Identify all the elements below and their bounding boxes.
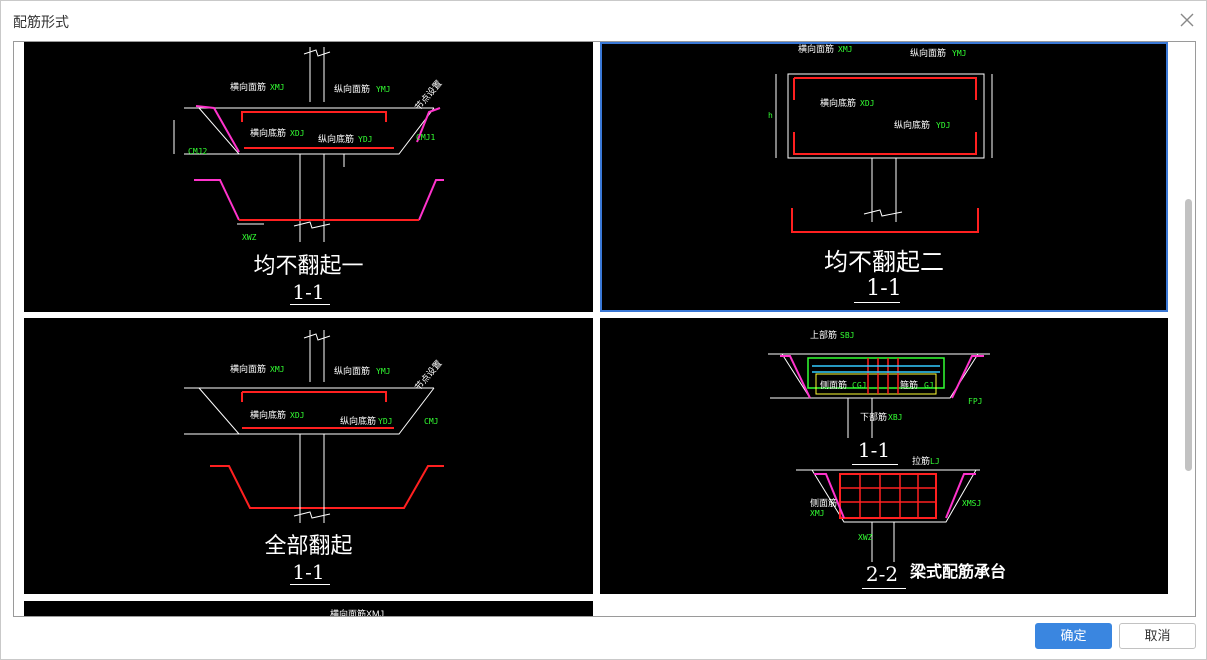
section-underline <box>862 588 906 589</box>
section-label: 1-1 <box>292 280 325 304</box>
svg-text:XMJ: XMJ <box>838 45 852 54</box>
label-side: 侧面筋 <box>820 379 847 391</box>
svg-text:XWZ: XWZ <box>858 533 873 542</box>
label-hoop: 箍筋 <box>900 379 918 391</box>
svg-text:CMJ2: CMJ2 <box>188 147 207 156</box>
option-tile-partial[interactable]: 横向面筋XMJ <box>24 601 593 616</box>
label-bottom: 下部筋 <box>860 411 887 423</box>
option-tile-uniform-no-bend-1[interactable]: 横向面筋 XMJ 纵向面筋 YMJ 横向底筋 XDJ 纵向底筋 YDJ CMJ1… <box>24 42 593 312</box>
svg-text:XDJ: XDJ <box>290 129 304 138</box>
label-bot-long: 纵向底筋 <box>340 415 376 427</box>
section-underline <box>852 464 898 465</box>
close-icon[interactable] <box>1178 11 1196 29</box>
option-tile-all-bend[interactable]: 横向面筋 XMJ 纵向面筋 YMJ 横向底筋 XDJ 纵向底筋 YDJ CMJ … <box>24 318 593 594</box>
label-top-long: 纵向面筋 <box>334 83 370 95</box>
partial-label: 横向面筋XMJ <box>330 609 385 616</box>
svg-text:XMJ: XMJ <box>270 83 284 92</box>
cancel-button[interactable]: 取消 <box>1119 623 1196 649</box>
svg-text:XBJ: XBJ <box>888 413 902 422</box>
svg-text:GJ: GJ <box>924 381 934 390</box>
svg-text:CGJ: CGJ <box>852 381 866 390</box>
svg-text:XMSJ: XMSJ <box>962 499 981 508</box>
svg-text:CMJ: CMJ <box>424 417 438 426</box>
section-label: 1-1 <box>866 276 902 301</box>
label-top-long: 纵向面筋 <box>334 365 370 377</box>
section-underline <box>290 304 330 305</box>
svg-text:FPJ: FPJ <box>968 397 982 406</box>
vertical-scrollbar[interactable] <box>1182 43 1194 615</box>
section-label: 1-1 <box>292 560 325 584</box>
svg-text:XDJ: XDJ <box>290 411 304 420</box>
svg-text:YDJ: YDJ <box>378 417 392 426</box>
dialog-title: 配筋形式 <box>13 14 69 30</box>
label-tie: 拉筋 <box>912 455 930 467</box>
label-bot-cross: 横向底筋 <box>820 97 856 109</box>
section-label-bottom: 2-2 <box>865 562 899 586</box>
svg-text:YDJ: YDJ <box>358 135 372 144</box>
section-drawing-3: 横向面筋 XMJ 纵向面筋 YMJ 横向底筋 XDJ 纵向底筋 YDJ CMJ … <box>184 330 445 523</box>
section-label-top: 1-1 <box>857 438 891 462</box>
svg-text:SBJ: SBJ <box>840 331 854 340</box>
svg-text:YDJ: YDJ <box>936 121 950 130</box>
label-top-cross: 横向面筋 <box>798 43 834 55</box>
label-bot-cross: 横向底筋 <box>250 409 286 421</box>
label-bot-long: 纵向底筋 <box>894 119 930 131</box>
label-top-cross: 横向面筋 <box>230 81 266 93</box>
tile-caption: 梁式配筋承台 <box>910 564 1007 581</box>
svg-text:YMJ: YMJ <box>376 367 390 376</box>
section-underline <box>854 302 900 303</box>
tile-caption: 均不翻起二 <box>824 248 944 276</box>
tile-caption: 均不翻起一 <box>253 254 364 279</box>
label-top-cross: 横向面筋 <box>230 363 266 375</box>
title-bar: 配筋形式 <box>1 1 1206 39</box>
label-top-long: 纵向面筋 <box>910 47 946 59</box>
svg-text:YMJ: YMJ <box>952 49 966 58</box>
section-underline <box>290 584 330 585</box>
ok-button[interactable]: 确定 <box>1035 623 1112 649</box>
tile-caption: 全部翻起 <box>264 534 353 559</box>
section-drawing-2: 横向面筋 XMJ 纵向面筋 YMJ 横向底筋 XDJ 纵向底筋 YDJ h <box>768 43 993 233</box>
label-bot-long: 纵向底筋 <box>318 133 354 145</box>
option-tile-beam-cap[interactable]: 上部筋 SBJ 侧面筋 CGJ 箍筋 GJ 下部筋 XBJ FPJ 拉筋 LJ … <box>600 318 1168 594</box>
svg-text:h: h <box>768 111 773 120</box>
svg-text:CMJ1: CMJ1 <box>416 133 435 142</box>
label-face: 侧面筋 <box>810 497 837 509</box>
svg-text:XMJ: XMJ <box>810 509 824 518</box>
label-top: 上部筋 <box>810 329 837 341</box>
rebar-option-gallery: 横向面筋 XMJ 纵向面筋 YMJ 横向底筋 XDJ 纵向底筋 YDJ CMJ1… <box>13 41 1196 617</box>
svg-text:YMJ: YMJ <box>376 85 390 94</box>
option-tile-uniform-no-bend-2[interactable]: 横向面筋 XMJ 纵向面筋 YMJ 横向底筋 XDJ 纵向底筋 YDJ h 均不… <box>600 42 1168 312</box>
label-bot-cross: 横向底筋 <box>250 127 286 139</box>
section-drawing-4: 上部筋 SBJ 侧面筋 CGJ 箍筋 GJ 下部筋 XBJ FPJ 拉筋 LJ … <box>768 329 990 562</box>
scrollbar-thumb[interactable] <box>1185 199 1192 471</box>
section-drawing-1: 横向面筋 XMJ 纵向面筋 YMJ 横向底筋 XDJ 纵向底筋 YDJ CMJ1… <box>173 47 445 242</box>
svg-text:XWZ: XWZ <box>242 233 257 242</box>
svg-text:LJ: LJ <box>930 457 940 466</box>
svg-text:XDJ: XDJ <box>860 99 874 108</box>
svg-text:XMJ: XMJ <box>270 365 284 374</box>
